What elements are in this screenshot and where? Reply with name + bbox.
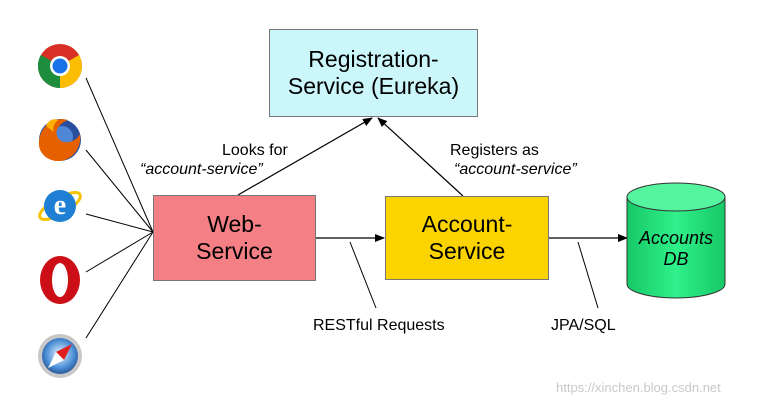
looks-for-label: Looks for: [222, 142, 288, 159]
svg-text:e: e: [54, 190, 66, 221]
looks-for-service-name-text: “account-service”: [140, 161, 263, 178]
safari-icon: [38, 334, 82, 378]
accounts-db-label: Accounts DB: [628, 228, 724, 270]
chrome-connector: [85, 77, 154, 233]
registration-service-label-line1: Registration-: [308, 46, 439, 72]
registration-service-label-line2: Service (Eureka): [287, 73, 460, 99]
watermark-text: https://xinchen.blog.csdn.net: [556, 380, 721, 395]
accounts-db-label-line2: DB: [663, 249, 689, 269]
jpa-sql-label: JPA/SQL: [551, 317, 616, 334]
accounts-db-label-line1: Accounts: [638, 228, 714, 248]
account-service-label-line2: Service: [428, 238, 506, 264]
web-service-label-line2: Service: [196, 238, 273, 264]
rest-leader-line: [349, 241, 377, 309]
registers-as-label: Registers as: [450, 142, 539, 159]
account-to-registry-arrow: [377, 117, 464, 197]
opera-icon: [40, 256, 80, 304]
looks-for-service-name: “account-service”: [140, 160, 263, 180]
browser-connection-lines: [85, 77, 154, 339]
firefox-icon: [38, 119, 81, 162]
accounts-db-cylinder: [626, 182, 726, 299]
registration-service-box: Registration- Service (Eureka): [269, 29, 478, 117]
opera-connector: [85, 231, 154, 273]
account-service-label-line1: Account-: [421, 211, 513, 237]
chrome-icon: [38, 44, 82, 88]
restful-requests-label: RESTful Requests: [313, 317, 445, 334]
web-service-label-line1: Web-: [207, 211, 262, 237]
ie-connector: [85, 213, 154, 233]
firefox-connector: [85, 149, 154, 233]
registers-as-service-name-text: “account-service”: [454, 161, 577, 178]
web-to-registry-arrow: [237, 117, 373, 196]
registers-as-service-name: “account-service”: [454, 160, 577, 180]
web-service-box: Web- Service: [153, 195, 316, 281]
account-service-box: Account- Service: [385, 196, 549, 280]
jpa-leader-line: [577, 241, 599, 309]
internet-explorer-icon: e: [38, 190, 82, 222]
safari-connector: [85, 231, 154, 339]
